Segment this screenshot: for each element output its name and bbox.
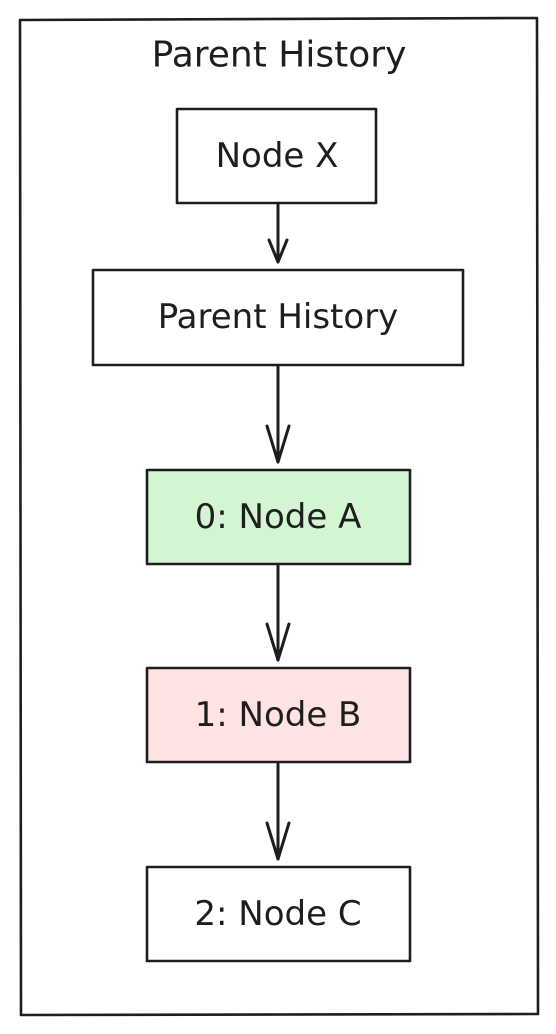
node-c[interactable]: 2: Node C [145,865,412,963]
arrow-head [265,821,291,861]
parent-history-box [91,268,465,367]
node-c-box [145,865,412,963]
parent-history-label: Parent History [158,297,399,337]
container-title: Parent History [152,35,407,76]
node-b-label: 1: Node B [195,695,362,735]
node-a-label: 0: Node A [195,497,362,537]
node-c-label: 2: Node C [194,894,361,934]
edges [265,203,291,861]
node-x-box [175,107,378,205]
arrow-node-x-to-parent-history [267,203,289,264]
container-frame [18,16,540,1017]
arrow-node-b-to-node-c [265,762,291,861]
arrow-node-a-to-node-b [265,564,291,662]
node-x[interactable]: Node X [175,107,378,205]
parent-history-node[interactable]: Parent History [91,268,465,367]
arrow-head [265,424,291,464]
node-b[interactable]: 1: Node B [145,666,412,764]
node-a[interactable]: 0: Node A [145,468,412,566]
arrow-parent-history-to-node-a [265,365,291,464]
arrow-head [265,622,291,662]
node-a-box [145,468,412,566]
node-x-label: Node X [216,136,339,176]
arrow-head [267,238,289,264]
node-b-box [145,666,412,764]
